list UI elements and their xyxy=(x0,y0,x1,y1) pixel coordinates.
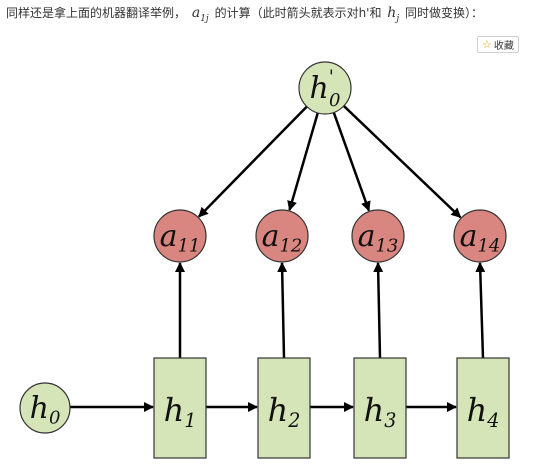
attention-score-node-3-shape xyxy=(351,209,405,263)
decoder-state-node: h'0 xyxy=(298,61,352,115)
arrow-decoder-to-a14 xyxy=(342,105,462,219)
encoder-state-node-4-shape xyxy=(456,357,510,459)
encoder-state-node-3: h3 xyxy=(353,357,407,459)
decoder-state-node-label: h'0 xyxy=(310,66,341,110)
encoder-state-node-1-shape xyxy=(153,357,207,459)
attention-score-node-2-label: a12 xyxy=(262,219,303,257)
arrow-h3-to-a13 xyxy=(373,262,384,359)
attention-score-node-2: a12 xyxy=(255,209,309,263)
favorite-label: 收藏 xyxy=(493,41,514,52)
encoder-init-node-shape xyxy=(19,382,71,434)
encoder-init-node-label: h0 xyxy=(30,391,61,429)
attention-score-node-3-label: a13 xyxy=(358,219,399,257)
arrow-decoder-to-a11 xyxy=(198,105,308,218)
caption: 同样还是拿上面的机器翻译举例， a1j 的计算（此时箭头就表示对h'和 hj 同… xyxy=(6,4,483,28)
caption-math-a1j: a1j xyxy=(191,5,209,24)
attention-score-node-4-label: a14 xyxy=(460,219,501,257)
encoder-state-node-2-shape xyxy=(257,357,311,459)
arrow-h2-to-a12 xyxy=(277,262,288,359)
attention-score-node-2-shape xyxy=(255,209,309,263)
attention-score-node-1-shape xyxy=(153,209,207,263)
encoder-state-node-3-shape xyxy=(353,357,407,459)
encoder-state-node-2: h2 xyxy=(257,357,311,459)
arrow-decoder-to-a13 xyxy=(332,112,371,212)
arrow-h4-to-a14 xyxy=(475,262,486,359)
encoder-state-node-2-label: h2 xyxy=(268,391,301,432)
attention-score-node-1: a11 xyxy=(153,209,207,263)
caption-text-after: 同时做变换）： xyxy=(404,6,483,20)
caption-text-before: 同样还是拿上面的机器翻译举例， xyxy=(6,6,187,20)
star-icon: ☆ xyxy=(482,38,492,51)
encoder-state-node-1-label: h1 xyxy=(164,391,197,432)
encoder-state-node-1: h1 xyxy=(153,357,207,459)
encoder-state-node-4: h4 xyxy=(456,357,510,459)
attention-score-node-1-label: a11 xyxy=(160,219,201,257)
encoder-init-node: h0 xyxy=(19,382,71,434)
encoder-state-node-3-label: h3 xyxy=(364,391,397,432)
favorite-button[interactable]: ☆ 收藏 xyxy=(477,36,519,53)
caption-text-middle: 的计算（此时箭头就表示对h'和 xyxy=(214,6,382,20)
decoder-state-node-shape xyxy=(298,61,352,115)
encoder-state-node-4-label: h4 xyxy=(467,391,500,432)
caption-math-hj: hj xyxy=(387,5,400,24)
arrow-decoder-to-a12 xyxy=(287,112,319,212)
attention-score-node-4: a14 xyxy=(453,209,507,263)
attention-score-node-4-shape xyxy=(453,209,507,263)
attention-score-node-3: a13 xyxy=(351,209,405,263)
